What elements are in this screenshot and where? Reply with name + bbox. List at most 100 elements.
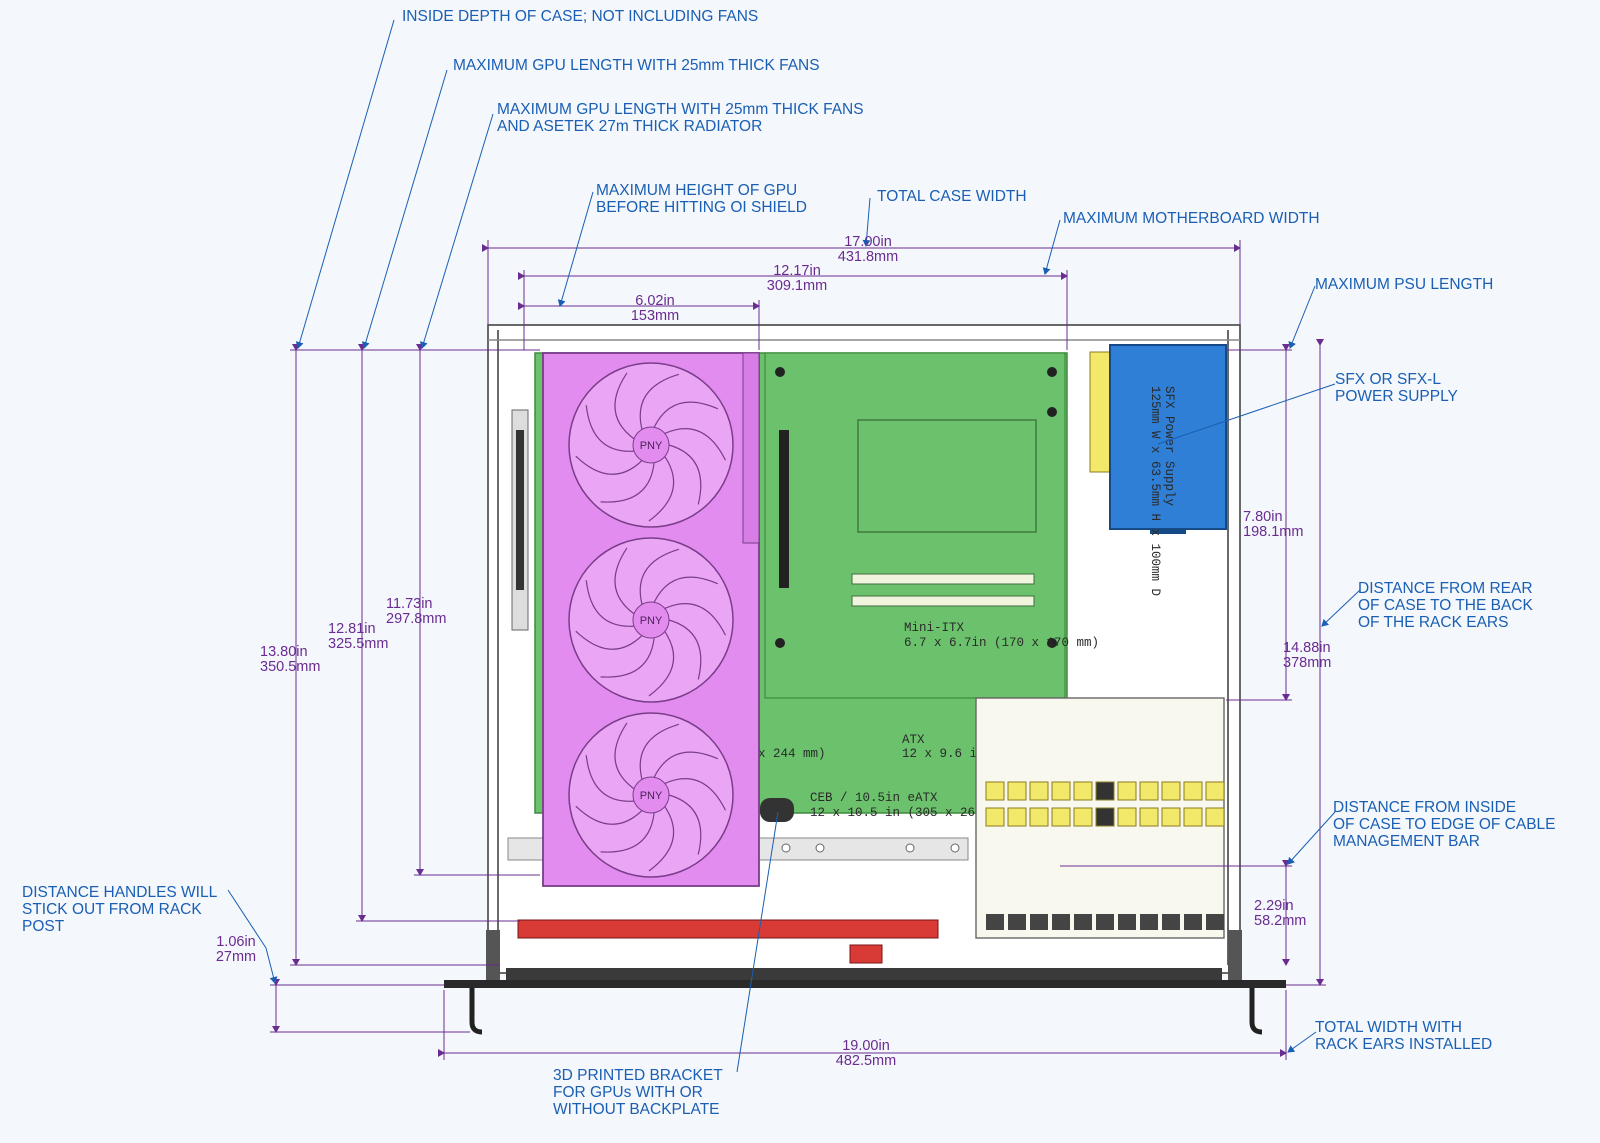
callout-line: DISTANCE HANDLES WILL [22, 884, 218, 901]
connector-slot [1052, 914, 1070, 930]
dim-mm: 27mm [215, 949, 257, 965]
dim-in: 13.80in [260, 644, 308, 660]
dim-mm: 482.5mm [835, 1053, 897, 1069]
callout-line: MAXIMUM HEIGHT OF GPU [596, 182, 798, 199]
atx-size: 12 x 9.6 in ( [902, 747, 1000, 761]
callout-line: STICK OUT FROM RACK [22, 901, 202, 918]
dim-in: 1.06in [216, 934, 256, 950]
callout-total-case-width: TOTAL CASE WIDTH [877, 188, 1027, 205]
cable-pad [1205, 807, 1225, 827]
cable-pad [1161, 781, 1181, 801]
cable-pad [985, 781, 1005, 801]
gpu-fan: PNY [568, 537, 734, 703]
callout-rear-to-ears: DISTANCE FROM REAR OF CASE TO THE BACK O… [1358, 580, 1533, 631]
dim-mm: 431.8mm [837, 249, 899, 265]
cable-pad [1073, 781, 1093, 801]
callout-line: DISTANCE FROM REAR [1358, 580, 1533, 597]
callout-line: 3D PRINTED BRACKET [553, 1067, 723, 1084]
gpu-brand-label: PNY [640, 615, 663, 627]
callout-line: WITHOUT BACKPLATE [553, 1101, 720, 1118]
dim-label-handles: 1.06in 27mm [206, 935, 266, 965]
cable-pad [1007, 781, 1027, 801]
gpu-brand-label: PNY [640, 440, 663, 452]
cable-pad [985, 807, 1005, 827]
cable-pad [1117, 781, 1137, 801]
front-panel [444, 930, 1286, 1035]
dim-in: 17.00in [844, 234, 892, 250]
gpu-bracket [760, 798, 794, 822]
mini-itx-label: Mini-ITX [904, 621, 965, 635]
callout-line: TOTAL WIDTH WITH [1315, 1019, 1462, 1036]
dim-in: 19.00in [842, 1038, 890, 1054]
dim-in: 11.73in [386, 596, 433, 612]
connector-slot [1074, 914, 1092, 930]
gpu-fan: PNY [568, 712, 734, 878]
cable-management-bar [975, 697, 1225, 939]
dim-in: 6.02in [635, 293, 675, 309]
gpu-card: PNY PNY PNY [542, 352, 760, 887]
cable-pad [1007, 807, 1027, 827]
cable-pad [1161, 807, 1181, 827]
callout-line: OF CASE TO THE BACK [1358, 597, 1533, 614]
cable-pad [1029, 807, 1049, 827]
dim-mm: 58.2mm [1254, 913, 1307, 929]
gpu-fan: PNY [568, 362, 734, 528]
ceb-size: 12 x 10.5 in (305 x 267 mm) [810, 806, 1013, 820]
dim-mm: 309.1mm [766, 278, 828, 294]
callout-line: SFX OR SFX-L [1335, 371, 1441, 388]
dim-mm: 153mm [630, 308, 680, 324]
dim-in: 7.80in [1243, 509, 1283, 525]
callout-line: MANAGEMENT BAR [1333, 833, 1480, 850]
psu: SFX Power Supply 125mm W x 63.5mm H x 10… [1089, 344, 1227, 596]
dim-label-gpu-length-rad: 11.73in 297.8mm [386, 597, 466, 627]
callout-line: POST [22, 918, 65, 935]
callout-line: BEFORE HITTING OI SHIELD [596, 199, 807, 216]
connector-slot [1096, 914, 1114, 930]
cable-pad [1095, 807, 1115, 827]
callout-total-width-ears: TOTAL WIDTH WITH RACK EARS INSTALLED [1315, 1019, 1492, 1053]
connector-slot [1184, 914, 1202, 930]
dim-mm: 198.1mm [1243, 524, 1304, 540]
callout-max-mb-width: MAXIMUM MOTHERBOARD WIDTH [1063, 210, 1320, 227]
cable-pad [1051, 781, 1071, 801]
cable-pad [1095, 781, 1115, 801]
callout-line: MAXIMUM GPU LENGTH WITH 25mm THICK FANS [497, 101, 864, 118]
callout-cable-bar: DISTANCE FROM INSIDE OF CASE TO EDGE OF … [1333, 799, 1556, 850]
gpu-brand-label: PNY [640, 790, 663, 802]
callout-sfx-psu: SFX OR SFX-L POWER SUPPLY [1335, 371, 1458, 405]
callout-line: POWER SUPPLY [1335, 388, 1458, 405]
callout-max-psu-length: MAXIMUM PSU LENGTH [1315, 276, 1494, 293]
dim-mm: 297.8mm [386, 611, 447, 627]
connector-slot [1008, 914, 1026, 930]
dim-in: 2.29in [1254, 898, 1294, 914]
dim-in: 14.88in [1283, 640, 1331, 656]
callout-max-gpu-height: MAXIMUM HEIGHT OF GPU BEFORE HITTING OI … [596, 182, 807, 216]
callout-line: OF THE RACK EARS [1358, 614, 1509, 631]
callout-line: DISTANCE FROM INSIDE [1333, 799, 1517, 816]
callout-handles: DISTANCE HANDLES WILL STICK OUT FROM RAC… [22, 884, 217, 935]
psu-label: SFX Power Supply [1162, 386, 1176, 507]
dim-mm: 378mm [1283, 655, 1332, 671]
dim-label-rear-to-ears: 14.88in 378mm [1283, 641, 1353, 671]
dim-label-mb-width: 12.17in 309.1mm [757, 264, 837, 294]
dim-label-inside-depth: 13.80in 350.5mm [260, 645, 340, 675]
cable-pad [1029, 781, 1049, 801]
cable-pad [1073, 807, 1093, 827]
callout-max-gpu-length-rad: MAXIMUM GPU LENGTH WITH 25mm THICK FANS … [497, 101, 864, 135]
dim-mm: 350.5mm [260, 659, 321, 675]
mini-itx-size: 6.7 x 6.7in (170 x 170 mm) [904, 636, 1099, 650]
dim-in: 12.17in [773, 263, 821, 279]
dim-label-total-with-ears: 19.00in 482.5mm [826, 1039, 906, 1069]
connector-slot [986, 914, 1004, 930]
dim-label-psu-length: 7.80in 198.1mm [1243, 510, 1313, 540]
callout-inside-depth: INSIDE DEPTH OF CASE; NOT INCLUDING FANS [402, 8, 759, 25]
ceb-label: CEB / 10.5in eATX [810, 791, 938, 805]
callout-max-gpu-length: MAXIMUM GPU LENGTH WITH 25mm THICK FANS [453, 57, 820, 74]
connector-slot [1162, 914, 1180, 930]
cable-pad [1139, 781, 1159, 801]
dim-mm: 325.5mm [328, 636, 389, 652]
dim-label-cable-bar: 2.29in 58.2mm [1254, 899, 1324, 929]
callout-line: FOR GPUs WITH OR [553, 1084, 703, 1101]
cable-pad [1205, 781, 1225, 801]
